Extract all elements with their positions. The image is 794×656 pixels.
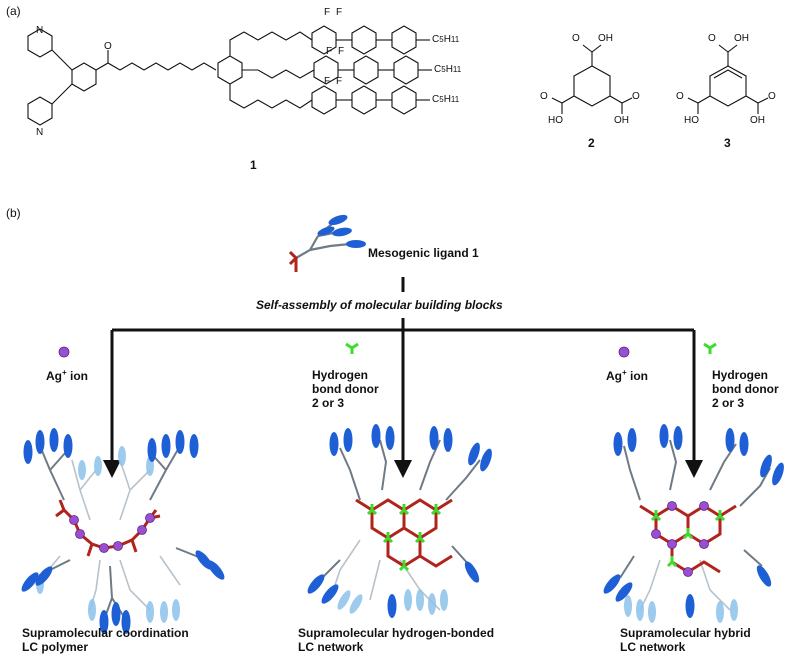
atom-n-bottom: N — [36, 127, 44, 138]
donor-label-1: Hydrogen bond donor 2 or 3 — [312, 368, 379, 410]
arrow-center — [394, 460, 412, 478]
alkyl-mid: C5H11 — [434, 64, 462, 75]
alkyl-top: C5H11 — [432, 34, 460, 45]
c3-ho-left: HO — [684, 115, 699, 126]
process-caption: Self-assembly of molecular building bloc… — [256, 298, 503, 312]
ag-ion-label-2: Ag+ ion — [606, 368, 648, 383]
network-coordination — [21, 428, 225, 634]
c3-o-right: O — [768, 91, 776, 102]
atom-f-mid2: F — [338, 46, 345, 57]
donor-icon-2 — [703, 342, 717, 354]
benzoate-ring — [71, 62, 97, 92]
atom-n-top: N — [36, 25, 44, 36]
network-hydrogen-bonded — [307, 424, 492, 618]
ag-ion-icon-1 — [58, 346, 70, 358]
compound-1-number: 1 — [250, 158, 257, 172]
atom-f-top: F — [324, 7, 331, 18]
atom-f-bot2: F — [336, 76, 343, 87]
peg-spacer — [95, 50, 217, 71]
arrow-right — [685, 460, 703, 478]
panel-a-label: (a) — [6, 4, 21, 18]
ligand-caption: Mesogenic ligand 1 — [368, 246, 479, 260]
result-caption-hydrogen-bonded: Supramolecular hydrogen-bonded LC networ… — [298, 626, 495, 654]
atom-f-bot: F — [324, 76, 331, 87]
arrow-left — [103, 460, 121, 478]
ag-ion-label-1: Ag+ ion — [46, 368, 88, 383]
panel-b-label: (b) — [6, 206, 21, 220]
c2-o-top: O — [572, 33, 580, 44]
compound-3-number: 3 — [724, 136, 731, 150]
ag-ion-icon-2 — [618, 346, 630, 358]
network-hybrid — [603, 424, 784, 623]
atom-f-mid: F — [326, 46, 333, 57]
c2-o-left: O — [540, 91, 548, 102]
c2-oh-top: OH — [598, 33, 613, 44]
donor-icon-1 — [345, 342, 359, 354]
compound-2-number: 2 — [588, 136, 595, 150]
alkyl-bot: C5H11 — [432, 94, 460, 105]
ligand-icon — [288, 214, 366, 272]
donor-label-2: Hydrogen bond donor 2 or 3 — [712, 368, 779, 410]
c3-o-left: O — [676, 91, 684, 102]
c2-o-right: O — [632, 91, 640, 102]
c3-oh-top: OH — [734, 33, 749, 44]
c3-oh-right: OH — [750, 115, 765, 126]
atom-f-top2: F — [336, 7, 343, 18]
atom-o-ester1: O — [104, 41, 112, 52]
c2-ho-left: HO — [548, 115, 563, 126]
c2-oh-right: OH — [614, 115, 629, 126]
c3-o-top: O — [708, 33, 716, 44]
gallate-ring — [217, 55, 243, 85]
result-caption-coordination: Supramolecular coordination LC polymer — [22, 626, 189, 654]
benzene-ring — [709, 65, 747, 107]
pyridine-ring-bottom — [27, 96, 53, 126]
cyclohexane-ring — [573, 65, 611, 107]
result-caption-hybrid: Supramolecular hybrid LC network — [620, 626, 751, 654]
